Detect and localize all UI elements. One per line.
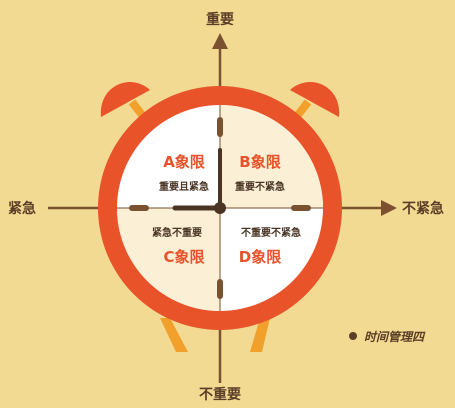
- axis-label-top: 重要: [206, 11, 234, 28]
- clock-leg-left: [160, 318, 188, 352]
- clock-ticks: [129, 117, 311, 299]
- quadrant-d-subtitle: 不重要不紧急: [241, 226, 301, 239]
- bell-left-icon: [100, 82, 150, 117]
- axis-label-left: 紧急: [8, 200, 36, 217]
- right-arrow-icon: [381, 200, 397, 216]
- quadrant-b-title: B象限: [239, 153, 280, 171]
- quadrant-a-title: A象限: [163, 153, 205, 171]
- axis-label-right: 不紧急: [402, 200, 444, 217]
- clock-center-pin: [214, 202, 226, 214]
- quadrant-a-subtitle: 重要且紧急: [159, 180, 209, 193]
- caption-text: 时间管理四: [364, 330, 426, 344]
- quadrant-b-shade: [220, 105, 323, 208]
- caption-bullet-icon: [349, 332, 357, 340]
- quadrant-c-title: C象限: [163, 248, 204, 266]
- quadrant-c-shade: [117, 208, 220, 311]
- clock-legs: [160, 318, 270, 352]
- bell-right-icon: [290, 82, 340, 117]
- quadrant-b-subtitle: 重要不紧急: [235, 180, 285, 193]
- axis-label-bottom: 不重要: [199, 386, 241, 403]
- clock-leg-right: [250, 318, 270, 352]
- up-arrow-icon: [212, 33, 228, 49]
- quadrant-d-title: D象限: [239, 248, 281, 266]
- quadrant-c-subtitle: 紧急不重要: [152, 226, 202, 239]
